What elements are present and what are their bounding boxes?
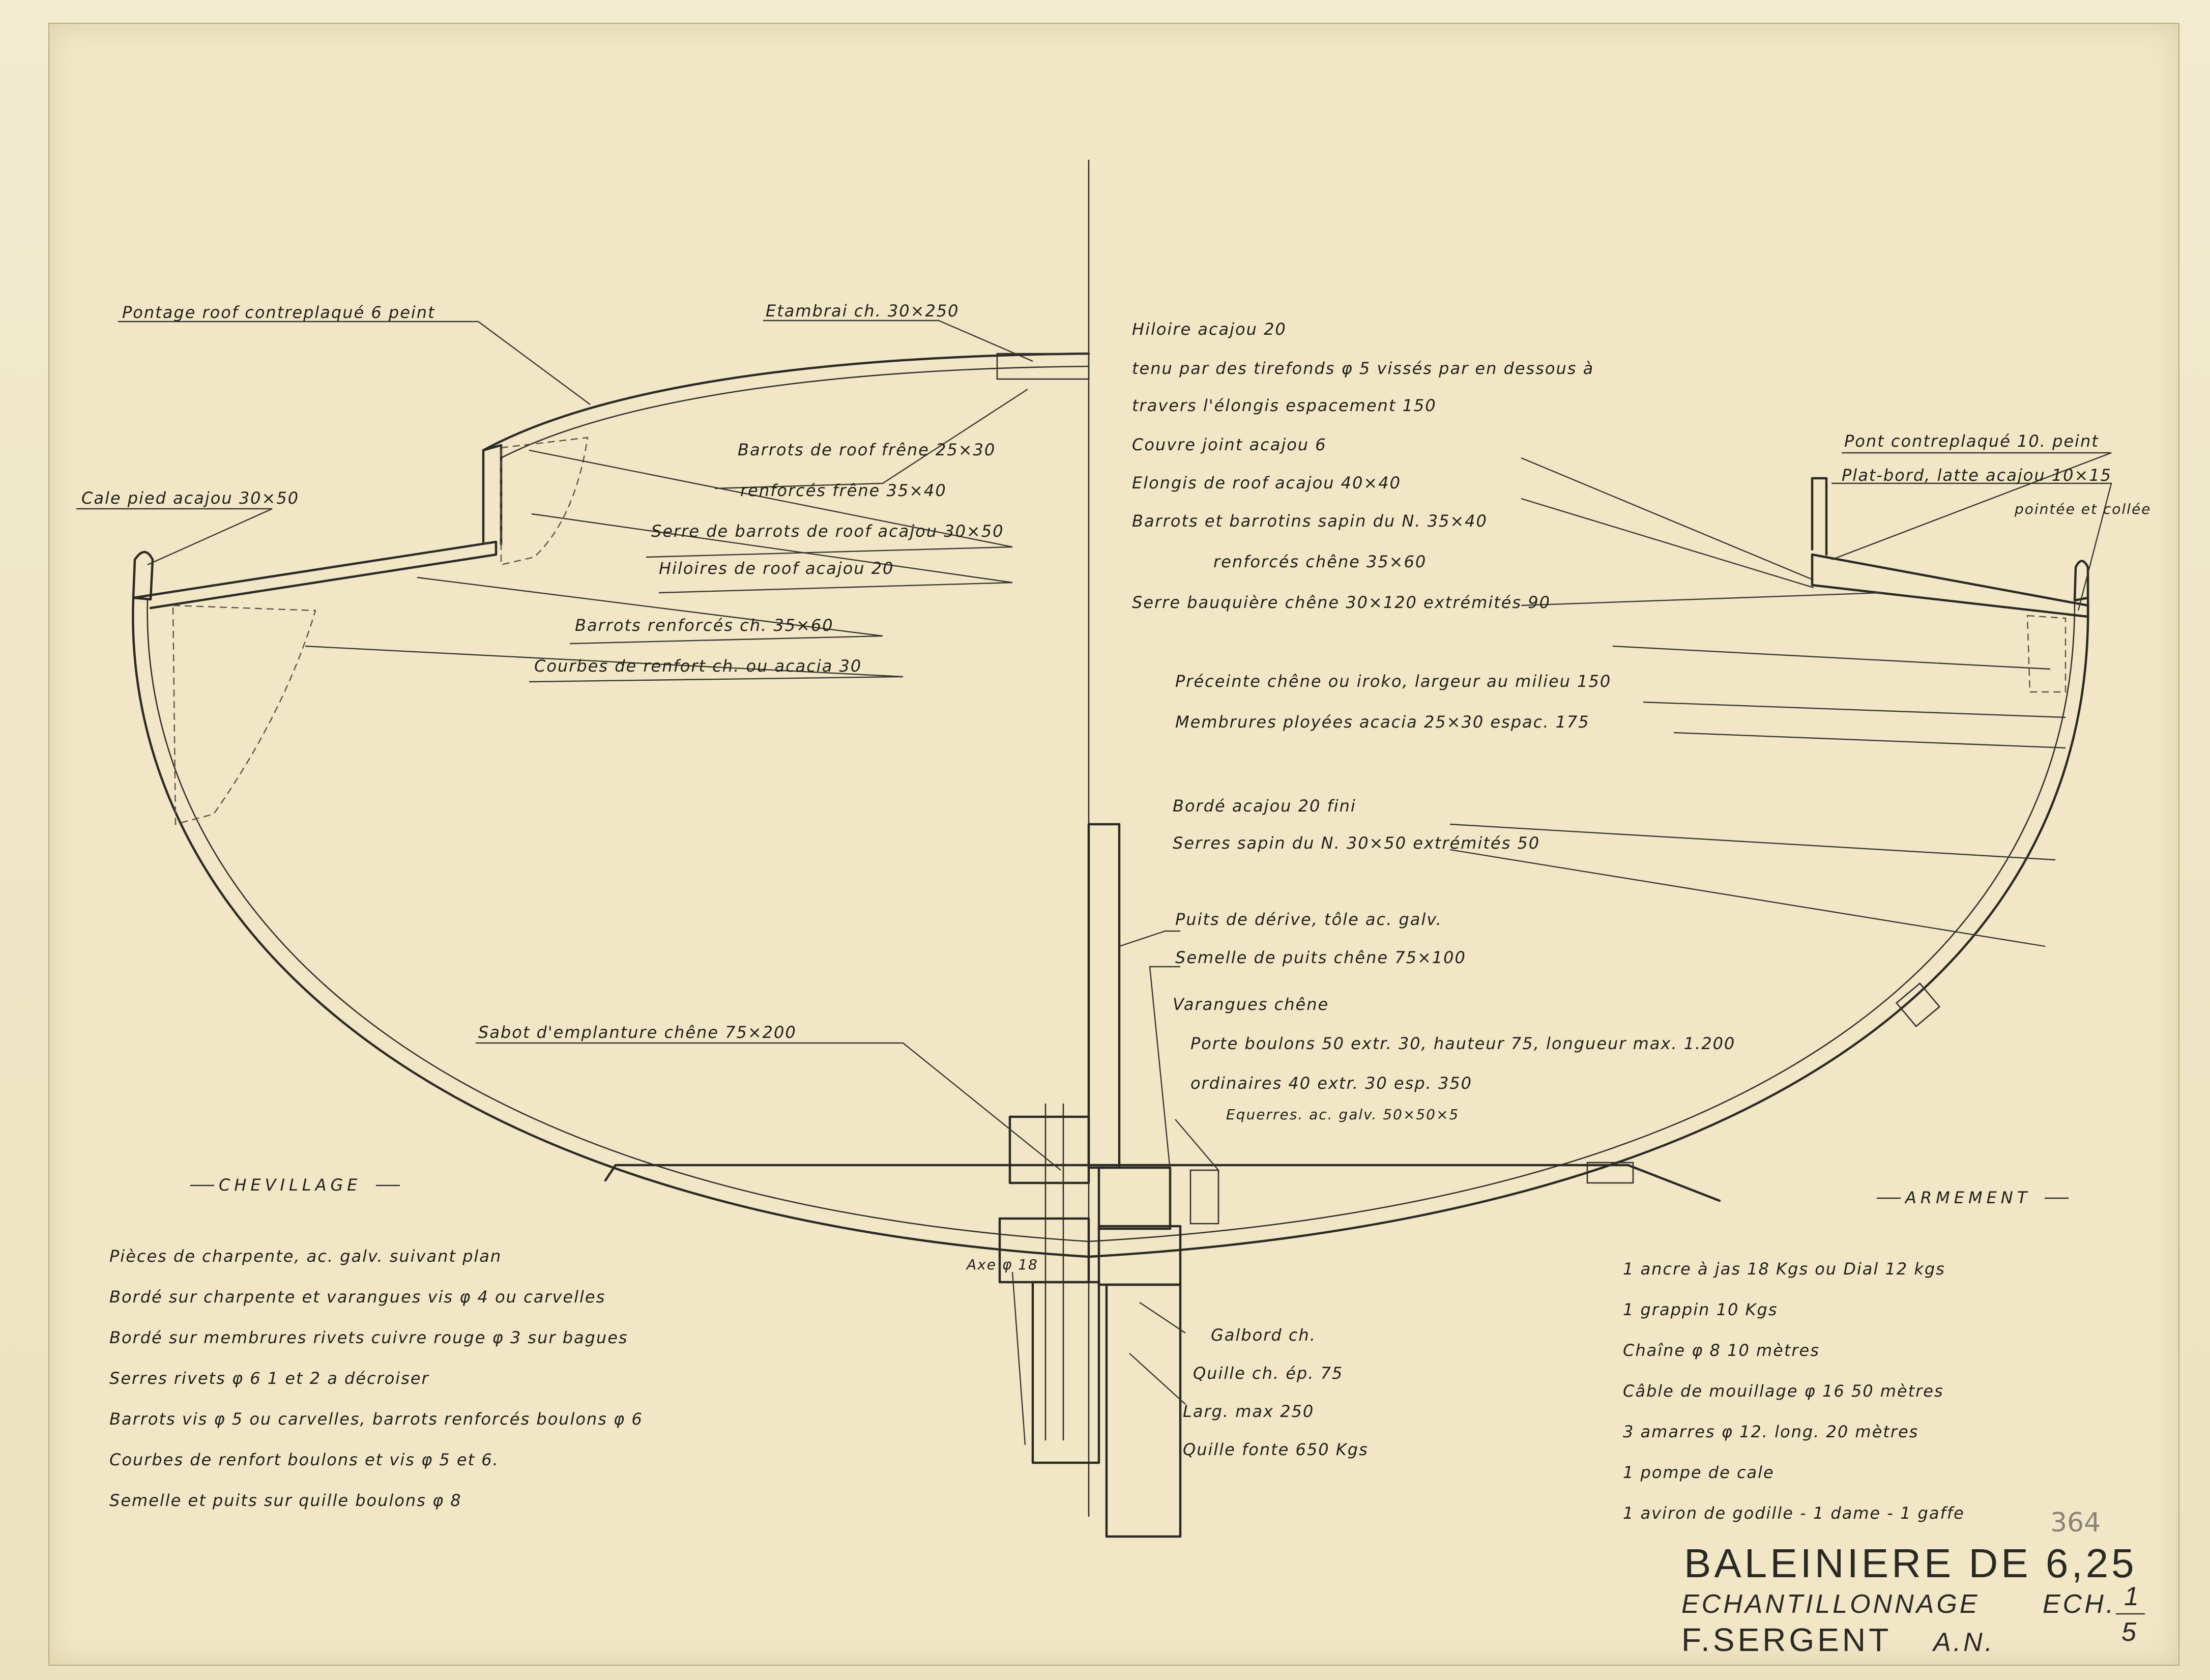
varangue-line [604,1164,1721,1202]
label-quille-fonte: Quille fonte 650 Kgs [1183,1440,1369,1459]
label-tenu-2: travers l'élongis espacement 150 [1132,396,1437,415]
armement-line-3: Chaîne φ 8 10 mètres [1623,1341,1820,1360]
label-sabot: Sabot d'emplanture chêne 75×200 [478,1023,797,1042]
label-barrots-renf: Barrots renforcés ch. 35×60 [575,616,834,635]
courbe-left [172,604,316,825]
sabot-emplanture [1008,1115,1090,1184]
label-courbes: Courbes de renfort ch. ou acacia 30 [534,656,862,676]
label-axe: Axe φ 18 [966,1256,1038,1273]
drawing-title: BALEINIERE DE 6,25 [1684,1541,2137,1586]
chevillage-line-3: Bordé sur membrures rivets cuivre rouge … [109,1328,628,1347]
chevillage-line-5: Barrots vis φ 5 ou carvelles, barrots re… [109,1409,643,1429]
label-pont: Pont contreplaqué 10. peint [1844,431,2099,451]
coachroof-top [482,352,1090,452]
armement-line-5: 3 amarres φ 12. long. 20 mètres [1623,1422,1918,1441]
left-deck [132,540,498,610]
leader-lines-left [76,320,1061,1445]
armement-heading: ARMEMENT [1904,1188,2031,1207]
scale-prefix: ECH. [2043,1589,2116,1619]
label-borde: Bordé acajou 20 fini [1173,796,1356,816]
label-plat-bord-2: pointée et collée [2014,501,2151,517]
label-serres: Serres sapin du N. 30×50 extrémités 50 [1173,833,1540,853]
armement-line-4: Câble de mouillage φ 16 50 mètres [1623,1381,1944,1401]
label-varangues: Varangues chêne [1173,995,1329,1014]
scale-numerator: 1 [2124,1582,2141,1611]
label-tenu-1: tenu par des tirefonds φ 5 vissés par en… [1132,359,1594,378]
drawing-subtitle: ECHANTILLONNAGE [1681,1589,1980,1619]
author-suffix: A.N. [1932,1628,1995,1657]
etambrai-block [996,353,1090,380]
armement-block: ARMEMENT 1 ancre à jas 18 Kgs ou Dial 12… [1623,1188,2069,1523]
armement-line-1: 1 ancre à jas 18 Kgs ou Dial 12 kgs [1623,1259,1945,1279]
equerre-plate [1189,1169,1219,1225]
label-ordinaires: ordinaires 40 extr. 30 esp. 350 [1190,1074,1472,1093]
label-puits: Puits de dérive, tôle ac. galv. [1175,910,1442,929]
label-couvre-joint: Couvre joint acajou 6 [1132,435,1327,454]
label-serre-barrots: Serre de barrots de roof acajou 30×50 [651,522,1004,541]
label-etambrai: Etambrai ch. 30×250 [766,301,959,321]
chevillage-line-7: Semelle et puits sur quille boulons φ 8 [109,1491,462,1510]
coachroof-side [482,444,503,546]
label-elongis: Elongis de roof acajou 40×40 [1132,473,1401,493]
label-quille-ch: Quille ch. ép. 75 [1193,1364,1343,1383]
label-barrots-roof-renf: renforcés frêne 35×40 [740,481,947,500]
label-preceinte: Préceinte chêne ou iroko, largeur au mil… [1175,672,1611,691]
armement-line-6: 1 pompe de cale [1623,1463,1775,1482]
scale-denominator: 5 [2121,1617,2139,1647]
label-barrots-roof: Barrots de roof frêne 25×30 [738,440,996,459]
archive-stamp: 364 [2050,1508,2101,1538]
label-pontage-roof: Pontage roof contreplaqué 6 peint [122,303,435,322]
chevillage-line-1: Pièces de charpente, ac. galv. suivant p… [109,1247,502,1266]
hull-planking-inner [147,598,2076,1242]
label-barrots-sapin: Barrots et barrotins sapin du N. 35×40 [1132,511,1488,531]
fonte-keel-right [1105,1283,1182,1538]
leader-lines-right [1119,452,2112,1405]
fonte-keel-left [1031,1281,1100,1464]
armement-line-2: 1 grappin 10 Kgs [1623,1300,1778,1319]
tracing-paper [48,23,2179,1666]
author-name: F.SERGENT [1681,1621,1892,1658]
left-cale-pied [132,551,154,601]
right-deck [1811,553,2089,618]
label-cale-pied: Cale pied acajou 30×50 [81,488,299,508]
label-larg-max: Larg. max 250 [1183,1402,1314,1421]
label-renf-chene: renforcés chêne 35×60 [1213,552,1427,571]
label-plat-bord-1: Plat-bord, latte acajou 10×15 [1842,466,2112,485]
title-block: 364 BALEINIERE DE 6,25 ECHANTILLONNAGE E… [1681,1508,2145,1658]
label-galbord: Galbord ch. [1211,1325,1316,1345]
label-serre-bauquiere: Serre bauquière chêne 30×120 extrémités … [1132,593,1551,612]
bilge-block [1586,1162,1634,1184]
right-hiloire [1811,477,1828,556]
label-membrures: Membrures ployées acacia 25×30 espac. 17… [1175,712,1590,732]
courbe-roof [500,437,589,566]
label-hiloires-roof: Hiloires de roof acajou 20 [659,559,894,578]
right-cale-pied [2073,560,2089,602]
right-frame-block [1895,982,1941,1028]
chevillage-block: CHEVILLAGE Pièces de charpente, ac. galv… [109,1175,643,1510]
armement-line-7: 1 aviron de godille - 1 dame - 1 gaffe [1623,1503,1965,1523]
puits-de-derive [1087,823,1121,1169]
semelle-de-puits [1097,1166,1172,1230]
coachroof-top-inner [500,365,1090,459]
chevillage-line-6: Courbes de renfort boulons et vis φ 5 et… [109,1450,499,1469]
label-equerres: Equerres. ac. galv. 50×50×5 [1226,1106,1459,1123]
chevillage-line-2: Bordé sur charpente et varangues vis φ 4… [109,1287,605,1307]
label-porte-boulons: Porte boulons 50 extr. 30, hauteur 75, l… [1190,1034,1735,1053]
chevillage-heading: CHEVILLAGE [219,1175,362,1195]
hull-planking-outer [132,596,2089,1258]
label-hiloire: Hiloire acajou 20 [1132,320,1287,339]
right-serre-block [2026,615,2067,693]
label-semelle: Semelle de puits chêne 75×100 [1175,948,1466,967]
chevillage-line-4: Serres rivets φ 6 1 et 2 a décroiser [109,1369,429,1388]
